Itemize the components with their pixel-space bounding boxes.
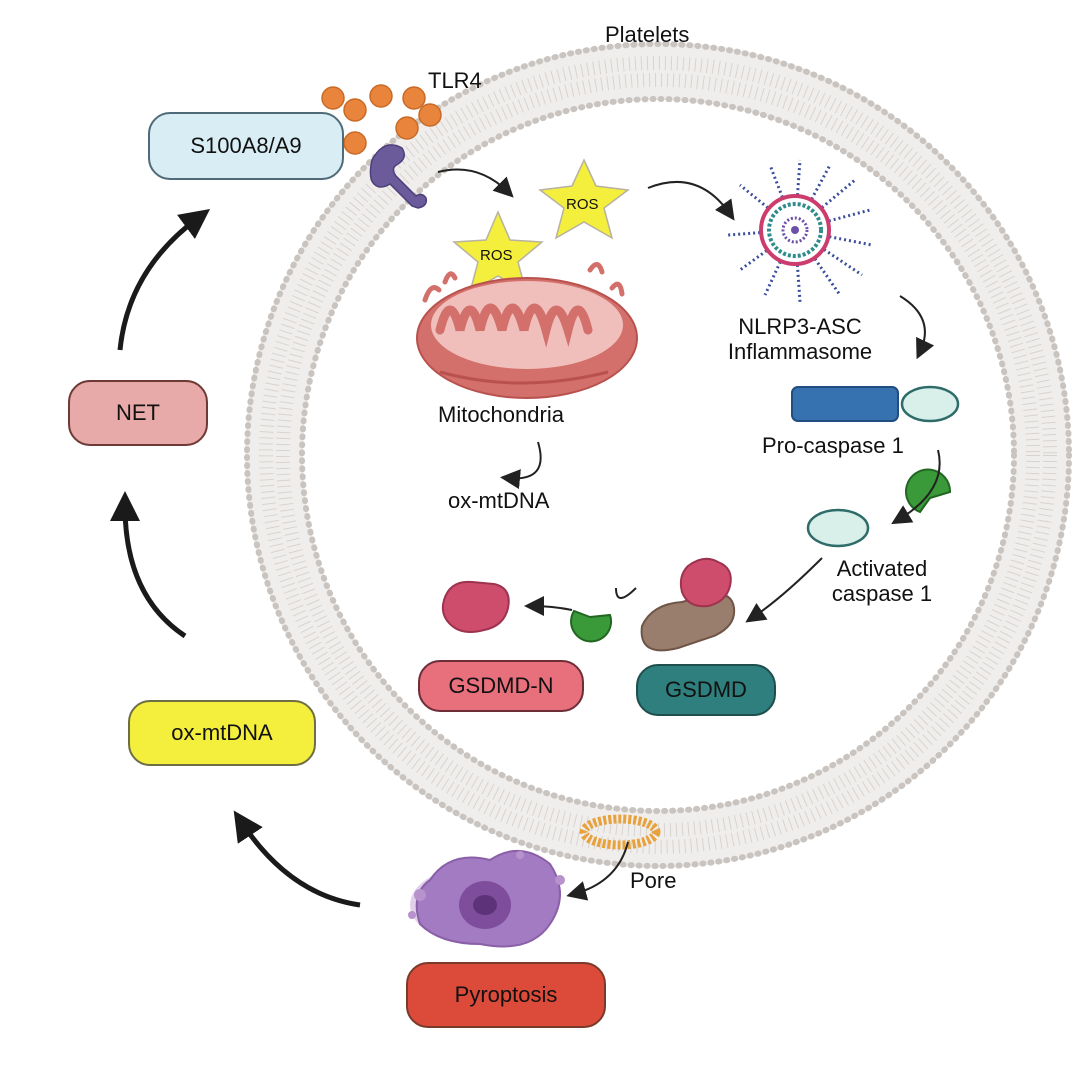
mitochondria-label: Mitochondria	[438, 402, 564, 427]
ros-star-icon	[452, 210, 544, 294]
caspase-cleaver-icon	[570, 609, 613, 643]
gsdmd-n-fragment-icon	[441, 580, 510, 633]
s100-protein-cluster	[321, 84, 442, 155]
nlrp3-label-line1: NLRP3-ASC	[738, 314, 862, 339]
caspase-fragment-icon	[905, 468, 952, 514]
ros-label: ROS	[480, 247, 513, 264]
tlr4-label: TLR4	[428, 68, 482, 93]
pyroptosis-box: Pyroptosis	[406, 962, 606, 1028]
activated-caspase-icon	[806, 508, 870, 548]
pro-caspase-label: Pro-caspase 1	[762, 433, 904, 458]
pore-label: Pore	[630, 868, 677, 893]
activated-caspase-line2: caspase 1	[831, 581, 933, 607]
ros-label-2: ROS	[566, 196, 599, 213]
mitochondria-icon	[416, 262, 638, 399]
gsdmd-box: GSDMD	[636, 664, 776, 716]
ox-mtdna-label: ox-mtDNA	[448, 488, 550, 513]
pyroptotic-cell-icon	[408, 849, 565, 948]
gsdmd-protein-icon	[640, 557, 736, 652]
nlrp3-inflammasome-icon	[727, 159, 873, 303]
pathway-arrows	[437, 168, 941, 901]
nlrp3-label: NLRP3-ASC Inflammasome	[700, 314, 900, 365]
cycle-arrows	[110, 209, 361, 908]
activated-caspase-line1: Activated	[836, 556, 928, 581]
nlrp3-label-line2: Inflammasome	[727, 339, 873, 365]
diagram-title: Platelets	[605, 22, 690, 47]
gsdmd-n-box: GSDMD-N	[418, 660, 584, 712]
pro-caspase-icon	[791, 385, 960, 423]
ros-star-icon-2	[538, 158, 630, 240]
tlr4-receptor-icon	[369, 144, 428, 209]
s100a8-a9-box: S100A8/A9	[148, 112, 344, 180]
activated-caspase-label: Activated caspase 1	[812, 556, 952, 607]
pore-icon	[579, 814, 661, 850]
ox-mtdna-box: ox-mtDNA	[128, 700, 316, 766]
net-box: NET	[68, 380, 208, 446]
